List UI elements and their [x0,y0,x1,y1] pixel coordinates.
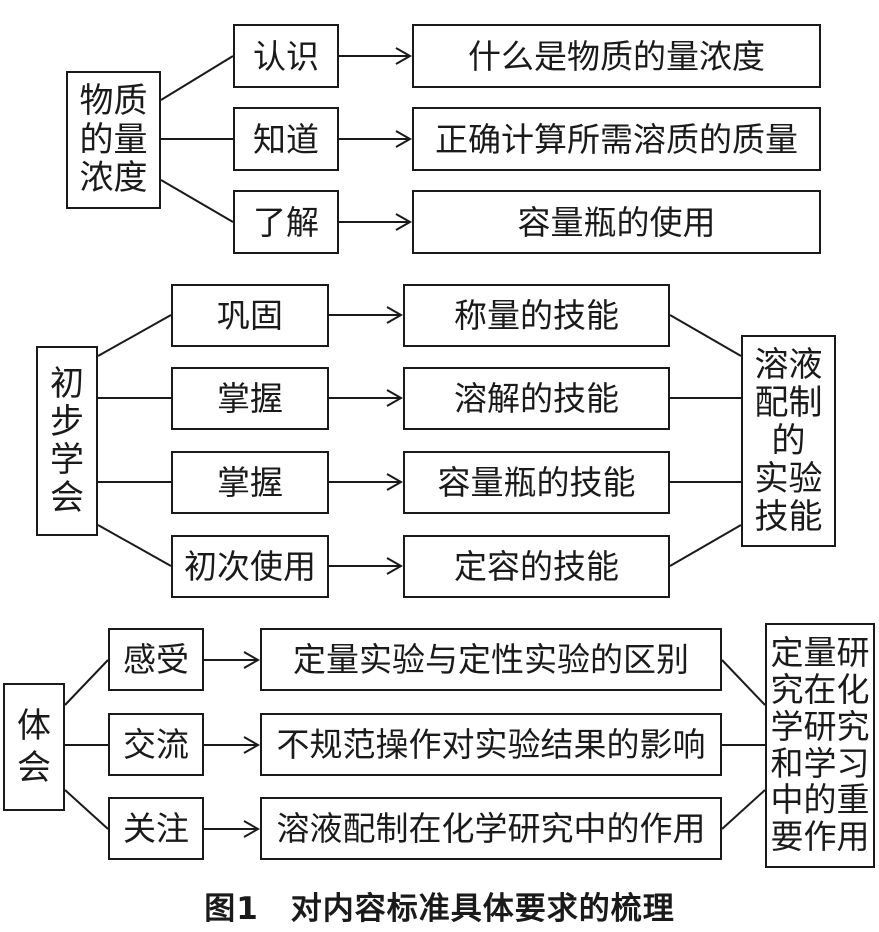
connector-line [97,314,172,357]
figure-caption: 图1 对内容标准具体要求的梳理 [204,891,675,927]
connector-line [97,524,172,567]
arrow-head [386,389,404,407]
s1-root-line: 浓度 [79,158,148,199]
s2-target-line: 实验 [754,459,823,500]
s3-verb-box: 感受 [108,628,204,691]
s2-root-char: 初 [50,363,84,404]
s2-root-char: 步 [50,401,84,442]
s2-target-line: 配制 [754,382,823,423]
s3-item-box: 定量实验与定性实验的区别 [260,628,722,691]
s3-item-box: 不规范操作对实验结果的影响 [260,713,722,776]
s2-verb-box: 巩固 [171,284,329,347]
s2-item-box: 容量瓶的技能 [403,451,670,514]
s3-target-line: 学研究 [770,706,870,746]
s2-root-box: 初 步 学 会 [36,346,98,536]
s3-item-box: 溶液配制在化学研究中的作用 [260,797,722,860]
connector-line [669,314,742,357]
s2-root-char: 会 [50,478,84,519]
s1-root-box: 物质 的量 浓度 [66,71,161,209]
s2-verb-box: 掌握 [171,451,329,514]
s2-target-line: 技能 [754,497,823,538]
connector-line [64,659,109,706]
s2-item-box: 定容的技能 [403,535,670,598]
s2-verb-box: 掌握 [171,367,329,430]
arrow-head [395,47,413,65]
s3-verb-box: 关注 [108,797,204,860]
s2-target-line: 的 [771,420,806,461]
s1-verb-box: 知道 [233,107,339,171]
arrow-head [395,213,413,231]
s3-target-line: 和学习 [770,743,870,783]
arrow-head [243,820,261,838]
s1-root-line: 的量 [79,119,148,160]
s1-verb-box: 了解 [233,190,339,254]
s3-target-box: 定量研 究在化 学研究 和学习 中的重 要作用 [765,623,875,868]
s1-item-box: 正确计算所需溶质的质量 [412,107,821,171]
s3-root-box: 体 会 [3,683,65,811]
connector-line [64,789,109,830]
s1-item-box: 容量瓶的使用 [412,190,821,254]
s3-root-char: 体 [17,705,51,746]
connector-line [721,789,766,830]
s2-target-box: 溶液 配制 的 实验 技能 [741,335,836,547]
arrow-head [395,130,413,148]
s2-item-box: 称量的技能 [403,284,670,347]
connector-line [721,659,766,706]
connector-line [160,55,234,101]
s3-root-char: 会 [17,748,51,788]
s2-verb-box: 初次使用 [171,535,329,598]
s1-root-line: 物质 [79,80,148,121]
arrow-head [386,557,404,575]
connector-line [669,524,742,567]
arrow-head [386,473,404,491]
s3-target-line: 定量研 [770,632,870,672]
connector-line [160,179,234,223]
arrow-head [243,651,261,669]
s2-item-box: 溶解的技能 [403,367,670,430]
s3-verb-box: 交流 [108,713,204,776]
arrow-head [386,306,404,324]
s3-target-line: 究在化 [770,669,870,709]
arrow-head [243,736,261,754]
s2-root-char: 学 [50,440,84,480]
s1-verb-box: 认识 [233,24,339,88]
s3-target-line: 中的重 [770,780,870,820]
s3-target-line: 要作用 [770,817,870,857]
s1-item-box: 什么是物质的量浓度 [412,24,821,88]
s2-target-line: 溶液 [754,344,823,385]
